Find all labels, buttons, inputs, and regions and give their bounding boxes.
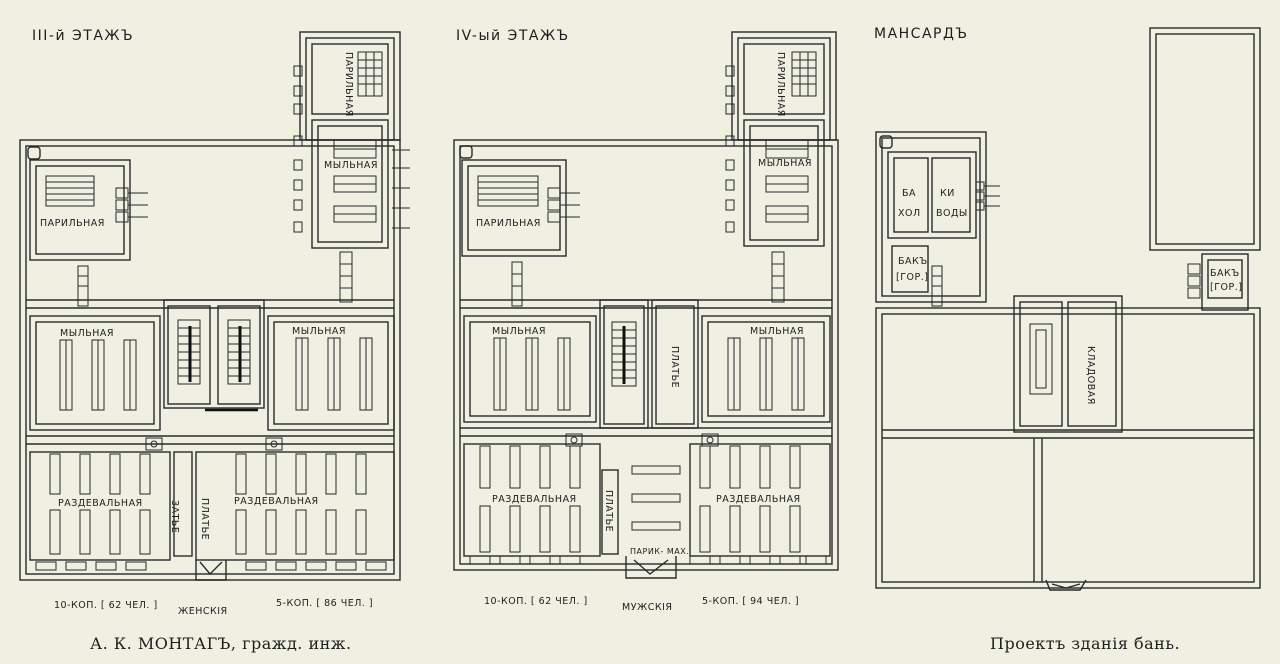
fourth-soap-left-label: МЫЛЬНАЯ [492, 326, 546, 337]
attic-pantry-label: КЛАДОВАЯ [1085, 346, 1096, 405]
attic-tank-hot-2: [ГОР.] [896, 272, 928, 283]
third-floor-title: III-й ЭТАЖЪ [32, 28, 134, 44]
attic-tank-cold-3: ХОЛ [898, 208, 921, 219]
fourth-dress-left-label: РАЗДЕВАЛЬНАЯ [492, 494, 577, 505]
fourth-clothes-label: ПЛАТЬЕ [669, 346, 680, 388]
third-steam-top-label: ПАРИЛЬНАЯ [343, 52, 354, 117]
fourth-steam-left-label: ПАРИЛЬНАЯ [476, 218, 541, 229]
third-dress-left-label: РАЗДЕВАЛЬНАЯ [58, 498, 143, 509]
third-note-left: 10-КОП. [ 62 ЧЕЛ. ] [54, 600, 158, 611]
attic-title: МАНСАРДЪ [874, 26, 969, 42]
fourth-note-center: МУЖСКІЯ [622, 602, 673, 613]
project-caption: Проектъ зданія бань. [990, 634, 1181, 653]
attic-tank-cold-2: КИ [940, 188, 955, 199]
attic-tank-hot-r1: БАКЪ [1210, 268, 1240, 279]
fourth-barber-label: ПАРИК- МАХ. [630, 547, 689, 556]
author-caption: А. К. МОНТАГЪ, гражд. инж. [90, 634, 352, 653]
fourth-soap-right-label: МЫЛЬНАЯ [750, 326, 804, 337]
third-note-center: ЖЕНСКІЯ [178, 606, 228, 617]
plan-attic: МАНСАРДЪ БА КИ ХОЛ ВОДЫ БАКЪ [ГОР.] БАКЪ [874, 26, 1261, 591]
fourth-note-right: 5-КОП. [ 94 ЧЕЛ. ] [702, 596, 799, 607]
attic-tank-hot-1: БАКЪ [898, 256, 928, 267]
third-steam-left-label: ПАРИЛЬНАЯ [40, 218, 105, 229]
attic-tank-cold-1: БА [902, 188, 916, 199]
fourth-note-left: 10-КОП. [ 62 ЧЕЛ. ] [484, 596, 588, 607]
third-store2-label: ПЛАТЬЕ [199, 498, 210, 540]
third-dress-right-label: РАЗДЕВАЛЬНАЯ [234, 496, 319, 507]
fourth-store-label: ПЛАТЬЕ [603, 490, 614, 532]
attic-tank-hot-r2: [ГОР.] [1210, 282, 1242, 293]
third-soap-left-label: МЫЛЬНАЯ [60, 328, 114, 339]
fourth-floor-title: IV-ый ЭТАЖЪ [456, 28, 570, 44]
fourth-steam-top-label: ПАРИЛЬНАЯ [775, 52, 786, 117]
third-soap-right-label: МЫЛЬНАЯ [292, 326, 346, 337]
fourth-dress-right-label: РАЗДЕВАЛЬНАЯ [716, 494, 801, 505]
attic-tank-cold-4: ВОДЫ [936, 208, 968, 219]
third-note-right: 5-КОП. [ 86 ЧЕЛ. ] [276, 598, 373, 609]
third-store1-label: ЗАТЬЕ [169, 500, 180, 533]
plan-third-floor: III-й ЭТАЖЪ ПАРИЛЬНАЯ МЫЛЬНАЯ [19, 28, 410, 617]
fourth-soap-top-label: МЫЛЬНАЯ [758, 158, 812, 169]
third-soap-top-label: МЫЛЬНАЯ [324, 160, 378, 171]
plan-fourth-floor: IV-ый ЭТАЖЪ ПАРИЛЬНАЯ МЫЛЬНАЯ [453, 28, 839, 613]
